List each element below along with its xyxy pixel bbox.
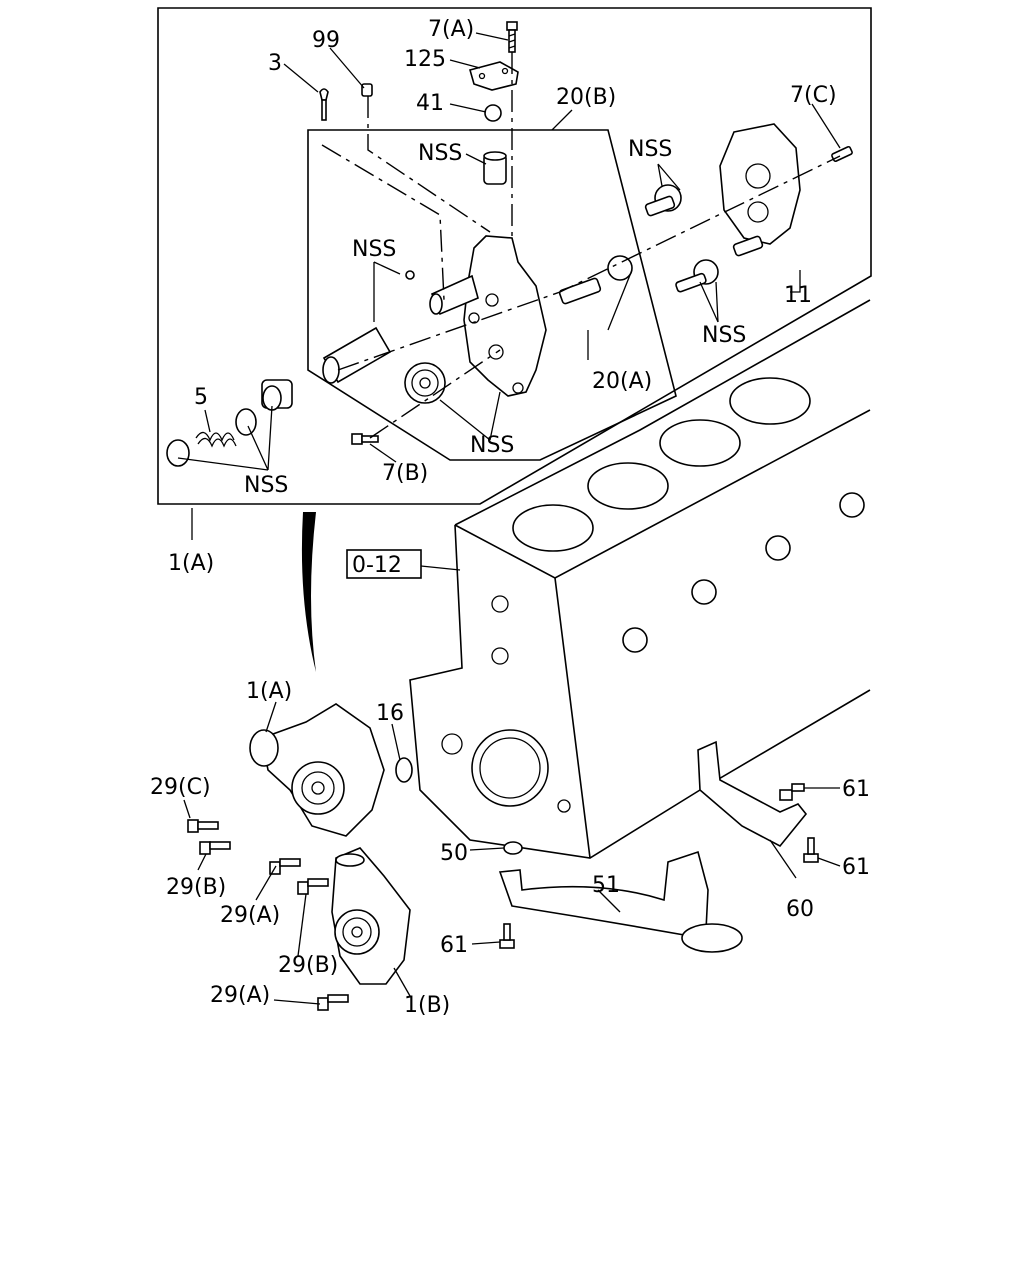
label-0-12: 0-12 <box>352 553 402 578</box>
assembly-line-1 <box>321 144 445 301</box>
pump-cover-11 <box>719 123 801 257</box>
label-16: 16 <box>376 701 404 726</box>
assembly-line-2 <box>367 96 491 233</box>
label-1a: 1(A) <box>168 551 214 576</box>
label-29a-bottom: 29(A) <box>210 983 270 1008</box>
bolt-29a-bottom <box>317 994 349 1011</box>
label-nss-left: NSS <box>352 237 396 262</box>
label-20a: 20(A) <box>592 369 652 394</box>
label-125: 125 <box>404 47 446 72</box>
label-nss-gear: NSS <box>470 433 514 458</box>
bolt-7c <box>831 146 853 162</box>
oil-pump-1a <box>249 703 385 837</box>
assembly-line-4 <box>337 155 841 371</box>
label-50: 50 <box>440 841 468 866</box>
bolt-61-right-bottom <box>803 837 819 863</box>
bolt-29c <box>187 819 219 833</box>
valve-parts-nss <box>166 379 293 467</box>
spring-5 <box>195 431 237 448</box>
label-7b: 7(B) <box>382 461 428 486</box>
label-61-left: 61 <box>440 933 468 958</box>
shaft-and-gears-20a <box>558 184 719 305</box>
tube-nss <box>429 274 479 316</box>
label-29c: 29(C) <box>150 775 211 800</box>
bolt-29b-bottom <box>297 878 329 895</box>
bolt-7b <box>351 433 379 445</box>
label-nss-upper-right: NSS <box>628 137 672 162</box>
label-nss-upper-left: NSS <box>418 141 462 166</box>
plug-99 <box>361 83 373 97</box>
sub-assembly-frame-20b <box>307 129 677 461</box>
pin-3 <box>319 88 329 121</box>
bolt-7a <box>506 21 518 53</box>
label-nss-valve: NSS <box>244 473 288 498</box>
label-7c: 7(C) <box>790 83 837 108</box>
oil-pump-1b <box>331 847 411 985</box>
oring-16 <box>395 757 413 783</box>
oil-strainer-51 <box>498 850 743 953</box>
label-3: 3 <box>268 51 282 76</box>
ball-41 <box>484 104 502 122</box>
bracket-60 <box>697 740 808 848</box>
label-1a-exploded: 1(A) <box>246 679 292 704</box>
label-60: 60 <box>786 897 814 922</box>
bolt-29b-top <box>199 841 231 855</box>
label-41: 41 <box>416 91 444 116</box>
bolt-29a-top <box>269 858 301 875</box>
drive-gear-nss <box>404 362 446 404</box>
label-nss-right: NSS <box>702 323 746 348</box>
label-29a-top: 29(A) <box>220 903 280 928</box>
screw-nss <box>405 270 415 280</box>
sleeve-nss-top <box>483 151 507 185</box>
label-29b-top: 29(B) <box>166 875 226 900</box>
reference-box <box>346 549 422 579</box>
gasket-50 <box>503 841 523 855</box>
label-99: 99 <box>312 28 340 53</box>
label-11: 11 <box>784 283 812 308</box>
label-51: 51 <box>592 873 620 898</box>
label-61-right-bottom: 61 <box>842 855 870 880</box>
assembly-line-5 <box>369 349 501 439</box>
leader-lines <box>177 32 841 1005</box>
cover-plate-125 <box>469 61 519 91</box>
exploded-view-frame <box>157 7 872 505</box>
bolt-61-right-top <box>779 783 805 801</box>
label-1b: 1(B) <box>404 993 450 1018</box>
label-29b-bottom: 29(B) <box>278 953 338 978</box>
label-5: 5 <box>194 385 208 410</box>
label-20b: 20(B) <box>556 85 616 110</box>
label-7a: 7(A) <box>428 17 474 42</box>
pump-body-20b <box>463 235 547 397</box>
label-61-right-top: 61 <box>842 777 870 802</box>
assembly-arrow <box>301 512 316 672</box>
cylinder-block <box>409 299 871 859</box>
bolt-61-left <box>499 923 515 949</box>
